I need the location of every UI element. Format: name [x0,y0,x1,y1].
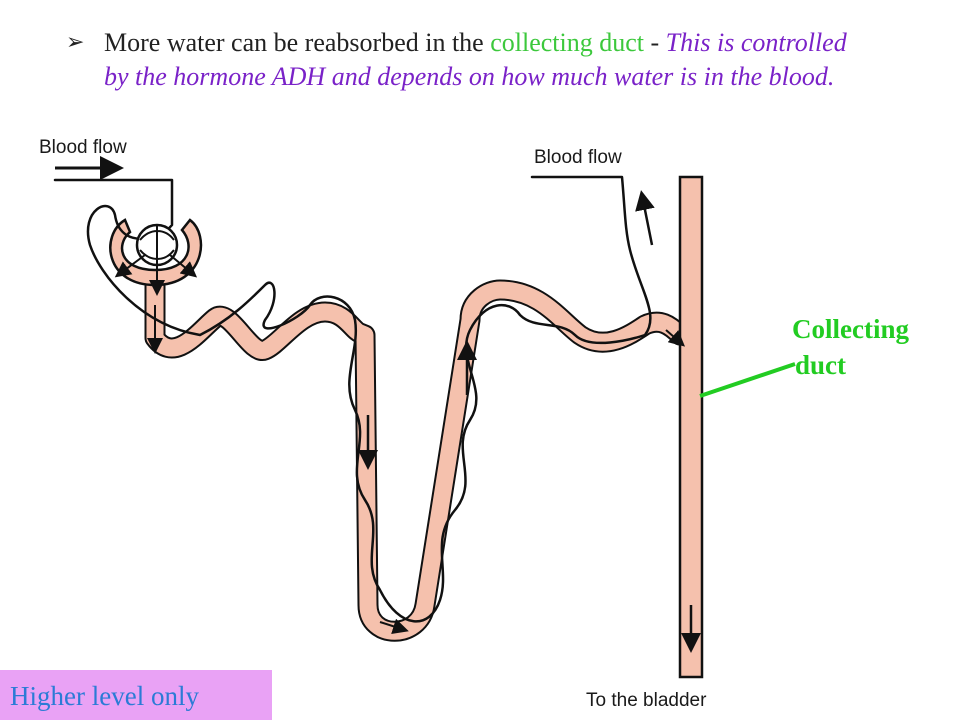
flow-arrow-to-duct [665,329,686,347]
nephron-tubule [146,273,689,640]
bullet-emphasis: This is controlled by the hormone ADH an… [104,28,847,91]
collecting-duct-label-line2: duct [795,350,847,380]
bullet-arrow-icon: ➢ [66,30,85,55]
filtration-arrows [114,254,198,296]
collecting-duct-callout-line [699,362,796,398]
blood-flow-out-arrow [635,190,655,246]
collecting-duct-label: Collecting duct [792,311,909,383]
bullet-highlight: collecting duct [490,28,644,57]
blood-vessel [53,175,652,623]
collecting-duct [678,175,704,679]
higher-level-badge: Higher level only [0,670,272,720]
bullet-text: More water can be reabsorbed in the coll… [104,26,866,94]
bullet-text-start: More water can be reabsorbed in the [104,28,491,57]
bullet-separator: - [644,28,666,57]
blood-flow-out-label: Blood flow [534,147,622,168]
flow-arrow-loop-bottom [379,618,409,634]
glomerulus [135,223,179,267]
blood-flow-in-label: Blood flow [39,137,127,158]
bullet-point: ➢ More water can be reabsorbed in the co… [66,26,866,94]
to-bladder-label: To the bladder [586,690,707,711]
collecting-duct-label-line1: Collecting [792,314,909,344]
